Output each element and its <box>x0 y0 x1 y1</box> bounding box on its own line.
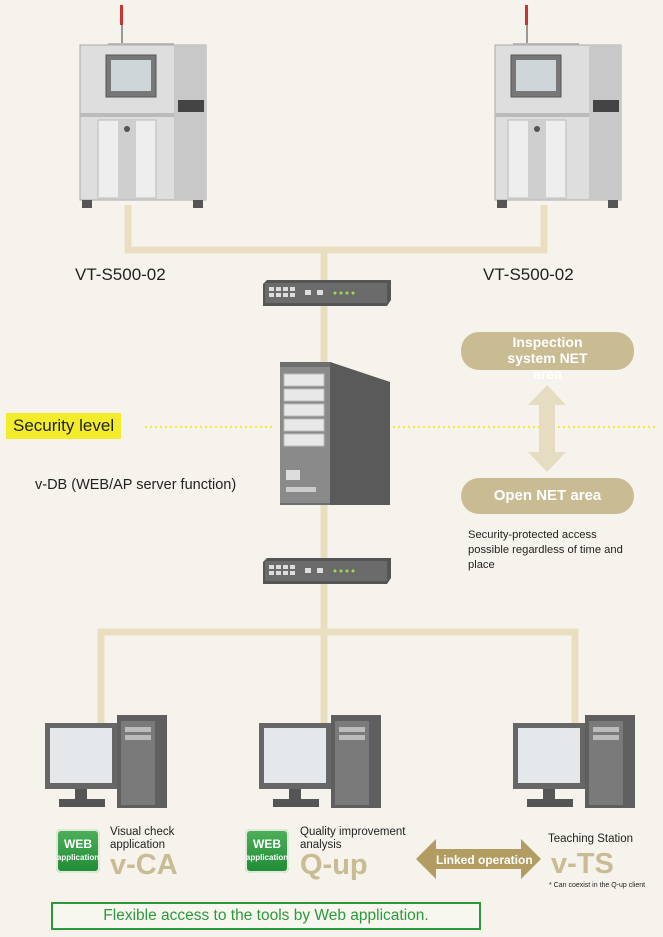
computer-left <box>45 715 167 808</box>
network-switch-top <box>263 280 391 306</box>
app-name-vca: v-CA <box>110 849 178 881</box>
machine-label-right: VT-S500-02 <box>483 265 574 284</box>
linked-operation-arrow <box>416 839 541 879</box>
inspection-machine-right <box>494 5 622 208</box>
web-badge-bottom: application <box>56 853 100 862</box>
web-badge-bottom: application <box>245 853 289 862</box>
web-badge-top: WEB <box>253 837 281 851</box>
linked-operation-label: Linked operation <box>436 853 533 867</box>
web-badge-top: WEB <box>64 837 92 851</box>
security-note: Security-protected access possible regar… <box>468 529 623 571</box>
computer-center <box>259 715 381 808</box>
coexist-note: * Can coexist in the Q-up client <box>549 882 646 889</box>
machine-label-left: VT-S500-02 <box>75 265 166 284</box>
open-net-area-pill: Open NET area <box>461 478 634 514</box>
app-desc-vca: Visual check application <box>110 826 175 851</box>
app-desc-qup: Quality improvement analysis <box>300 826 406 851</box>
server-label: v-DB (WEB/AP server function) <box>35 477 237 493</box>
app-name-qup: Q-up <box>300 849 368 881</box>
server-tower <box>280 362 390 505</box>
inspection-machine-left <box>79 5 207 208</box>
footer-banner: Flexible access to the tools by Web appl… <box>51 902 481 930</box>
web-application-badge: WEB application <box>245 829 289 873</box>
computer-right <box>513 715 635 808</box>
network-switch-bottom <box>263 558 391 584</box>
inspection-net-area-pill: Inspection system NET area <box>461 332 634 382</box>
inspection-net-area-label: Inspection system NET area <box>507 334 588 382</box>
security-level-badge: Security level <box>6 413 122 439</box>
web-application-badge: WEB application <box>56 829 100 873</box>
app-desc-vts: Teaching Station <box>548 833 634 845</box>
app-name-vts: v-TS <box>551 848 614 880</box>
